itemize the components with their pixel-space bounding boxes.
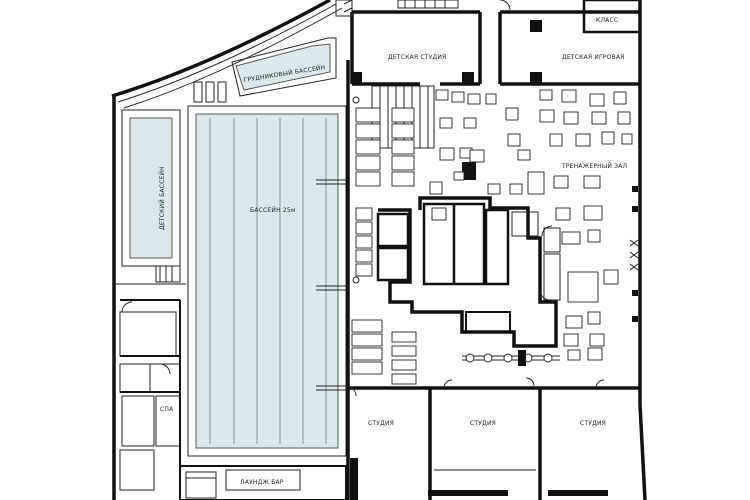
corridor [316,60,360,500]
top-rooms [335,0,642,86]
lounge-bar-area [179,465,347,500]
label-kids-pool: ДЕТСКИЙ БАССЕЙН [159,166,166,230]
kids-pool [121,109,181,283]
baby-pool [231,37,337,97]
label-main-pool: БАССЕЙН 25м [250,207,296,214]
core-block [376,196,561,348]
label-kids-studio: ДЕТСКАЯ СТУДИЯ [388,54,446,61]
main-pool [187,105,347,457]
label-lounge-bar: ЛАУНДЖ БАР [240,479,284,486]
label-class: КЛАСС [596,17,618,24]
label-studio-2: СТУДИЯ [470,420,496,427]
label-spa: СПА [160,406,174,413]
gym-equipment [429,89,633,366]
cardio-rows [351,107,417,385]
label-studio-3: СТУДИЯ [580,420,606,427]
facade-marks [629,186,639,322]
pool-steps [193,81,227,103]
label-studio-1: СТУДИЯ [368,420,394,427]
label-kids-playroom: ДЕТСКАЯ ИГРОВАЯ [562,54,625,61]
bottom-studios [345,377,640,500]
label-gym: ТРЕНАЖЕРНЫЙ ЗАЛ [561,163,627,170]
spa-rooms [114,283,186,491]
outer-walls [111,0,647,500]
